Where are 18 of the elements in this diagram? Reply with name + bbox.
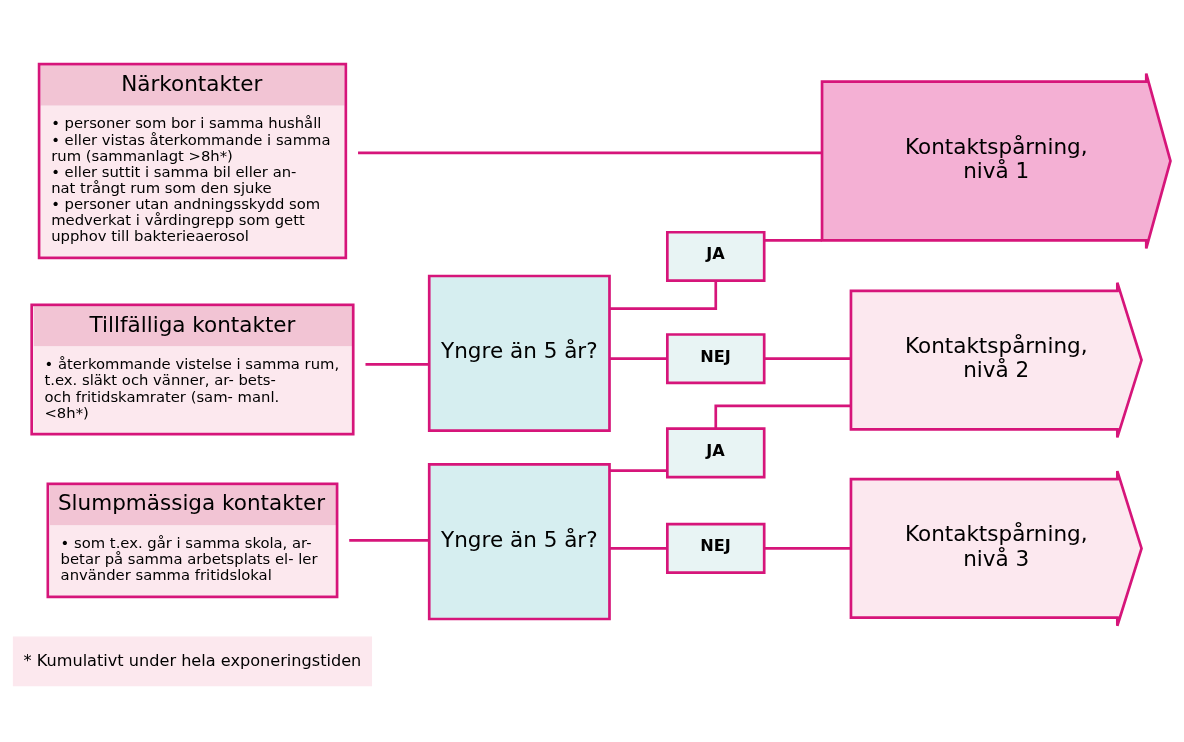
node-box: JA (666, 230, 766, 282)
label: * Kumulativt under hela exponeringstiden (23, 650, 362, 670)
node-box: Yngre än 5 år? (427, 274, 611, 432)
connector (349, 538, 429, 542)
connector (714, 403, 851, 428)
node-box: Yngre än 5 år? (427, 462, 611, 620)
connector (609, 356, 667, 360)
node-box: NEJ (666, 332, 766, 384)
node-box: NEJ (666, 522, 766, 574)
connector (764, 238, 822, 242)
connector (609, 468, 667, 472)
node-box: JA (666, 426, 766, 478)
connector (609, 280, 718, 310)
connector (764, 546, 851, 550)
connector (764, 356, 851, 360)
connector (358, 151, 822, 154)
connector (609, 546, 667, 550)
connector (365, 362, 429, 366)
